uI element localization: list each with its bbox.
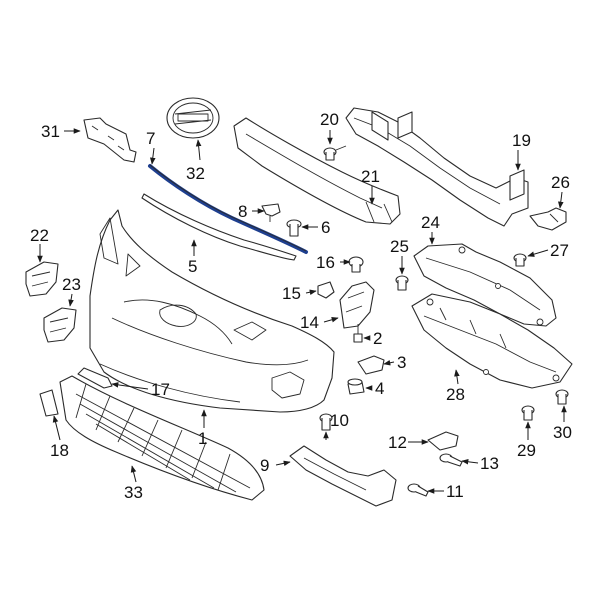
- part-6-bolt: [286, 219, 302, 237]
- callout-7: 7: [146, 129, 155, 148]
- callout-13: 13: [480, 454, 499, 473]
- callout-labels: 31 7 32 20 19 21 26 8 6 5 22 24 25 27 16…: [30, 110, 572, 502]
- callout-15: 15: [282, 284, 301, 303]
- part-22-bracket: [25, 261, 59, 297]
- part-8-clip: [261, 203, 281, 222]
- part-33-lower-grille: [59, 375, 265, 501]
- fasteners: [261, 145, 569, 497]
- callout-11: 11: [446, 482, 464, 501]
- part-9-bracket: [289, 445, 397, 507]
- part-15-clip: [317, 281, 335, 299]
- part-13-screw: [439, 453, 463, 467]
- callout-23: 23: [62, 275, 81, 294]
- callout-22: 22: [30, 226, 49, 245]
- callout-28: 28: [446, 385, 465, 404]
- callout-18: 18: [50, 441, 69, 460]
- part-17-strip: [77, 367, 113, 389]
- callout-20: 20: [320, 110, 339, 129]
- part-16-clip: [348, 256, 364, 273]
- callout-2: 2: [373, 329, 382, 348]
- part-29-clip: [521, 405, 535, 421]
- leader-lines: [37, 128, 567, 494]
- part-21-absorber: [233, 117, 401, 225]
- part-25-bolt: [395, 275, 409, 291]
- callout-21: 21: [361, 167, 380, 186]
- callout-27: 27: [550, 241, 569, 260]
- callout-8: 8: [238, 202, 247, 221]
- callout-33: 33: [124, 483, 143, 502]
- callout-32: 32: [186, 164, 205, 183]
- part-20-bolt: [323, 145, 347, 161]
- part-12-clip: [427, 431, 459, 451]
- part-14-bracket: [339, 281, 375, 329]
- callout-29: 29: [517, 441, 536, 460]
- part-27-bolt: [513, 253, 527, 267]
- part-23-bracket: [43, 307, 77, 343]
- callout-16: 16: [316, 253, 335, 272]
- part-26-bracket: [529, 207, 567, 231]
- callout-5: 5: [188, 257, 197, 276]
- part-3-bracket: [357, 355, 385, 375]
- callout-25: 25: [390, 237, 409, 256]
- part-11-screw: [407, 483, 429, 497]
- callout-14: 14: [300, 313, 319, 332]
- callout-26: 26: [551, 173, 570, 192]
- part-7-grille-molding[interactable]: [148, 164, 308, 254]
- callout-4: 4: [375, 379, 384, 398]
- part-10-bolt: [319, 413, 333, 431]
- callout-19: 19: [512, 131, 531, 150]
- part-19-reinforcement: [345, 107, 529, 227]
- callout-6: 6: [321, 218, 330, 237]
- callout-31: 31: [41, 122, 60, 141]
- part-31-bracket: [83, 117, 137, 163]
- part-32-emblem: [166, 97, 220, 139]
- callout-1: 1: [198, 429, 207, 448]
- part-4-nut: [347, 378, 365, 395]
- callout-9: 9: [260, 456, 269, 475]
- callout-24: 24: [421, 213, 440, 232]
- callout-17: 17: [151, 380, 170, 399]
- part-18-plate: [39, 389, 59, 417]
- callout-3: 3: [397, 353, 406, 372]
- part-24-upper-cover: [413, 243, 557, 327]
- callout-10: 10: [330, 411, 349, 430]
- callout-12: 12: [388, 433, 407, 452]
- part-2-stud: [353, 324, 363, 343]
- callout-30: 30: [553, 423, 572, 442]
- part-28-under-cover: [411, 293, 573, 389]
- part-1-bumper-cover: [89, 209, 335, 413]
- part-30-clip: [555, 389, 569, 405]
- part-5-molding: [141, 193, 297, 261]
